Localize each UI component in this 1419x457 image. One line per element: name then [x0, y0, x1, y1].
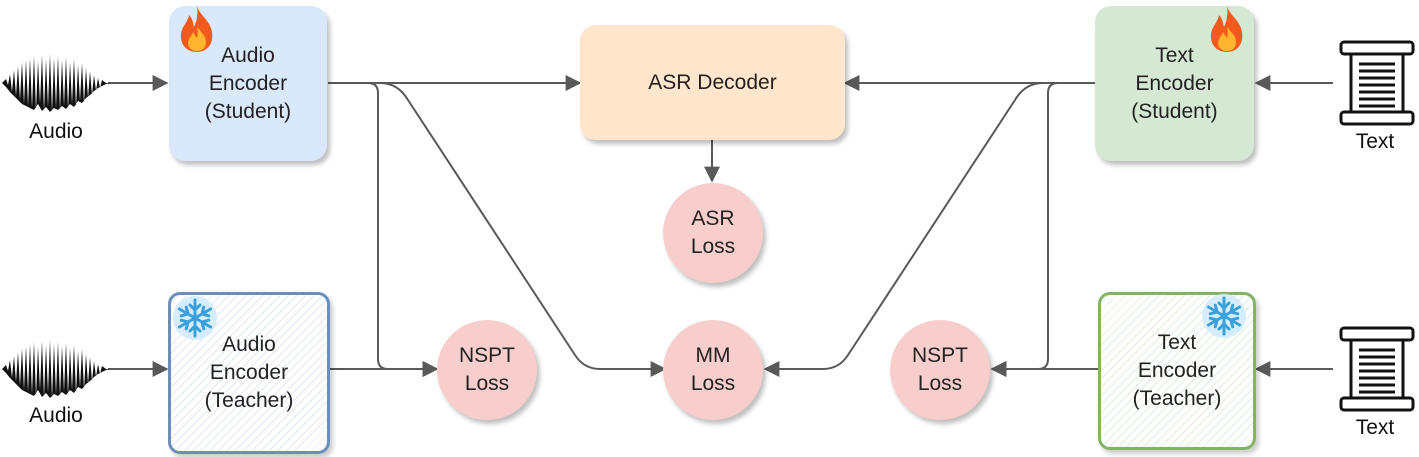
scroll-icon — [1339, 40, 1415, 126]
waveform-icon — [2, 340, 110, 398]
nspt-right-line-1: NSPT — [911, 344, 968, 367]
nspt-left-line-1: NSPT — [458, 344, 515, 367]
arrow-audio-student-to-nspt-left — [328, 82, 439, 377]
text-teacher-line-3: (Teacher) — [1132, 387, 1222, 410]
audio-teacher-line-2: Encoder — [209, 361, 289, 384]
arrow-text-student-to-mm-loss — [763, 82, 1095, 377]
scroll-icon — [1339, 326, 1415, 412]
text-input-label-bottom: Text — [1355, 416, 1395, 439]
text-student-line-1: Text — [1155, 43, 1194, 67]
audio-student-line-3: (Student) — [204, 99, 292, 123]
mm-loss: MM Loss — [663, 320, 763, 420]
nspt-loss-left: NSPT Loss — [437, 320, 537, 420]
audio-input-label-bottom: Audio — [29, 404, 83, 427]
audio-input-label-top: Audio — [29, 120, 83, 143]
audio-teacher-line-3: (Teacher) — [204, 389, 294, 412]
audio-student-line-1: Audio — [221, 43, 275, 67]
text-student-line-3: (Student) — [1131, 99, 1218, 123]
asr-decoder: ASR Decoder — [580, 25, 845, 140]
text-teacher-line-2: Encoder — [1137, 359, 1217, 382]
fire-icon — [180, 6, 213, 52]
asr-loss: ASR Loss — [663, 183, 763, 283]
text-input-label-top: Text — [1355, 130, 1395, 153]
snowflake-icon — [173, 296, 217, 340]
nspt-loss-right: NSPT Loss — [890, 320, 990, 420]
audio-teacher-line-1: Audio — [222, 333, 276, 356]
asr-decoder-label: ASR Decoder — [648, 70, 777, 94]
arrow-text-student-to-nspt-right — [990, 82, 1095, 377]
audio-student-line-2: Encoder — [208, 71, 288, 95]
text-teacher-line-1: Text — [1157, 331, 1197, 354]
mm-loss-line-1: MM — [695, 344, 731, 367]
mm-loss-line-2: Loss — [690, 372, 736, 395]
waveform-icon — [2, 54, 110, 112]
nspt-right-line-2: Loss — [917, 372, 963, 395]
audio-encoder-student: Audio Encoder (Student) — [169, 6, 327, 161]
text-encoder-student: Text Encoder (Student) — [1095, 6, 1254, 161]
text-student-line-2: Encoder — [1135, 71, 1214, 95]
arrow-audio-student-to-mm-loss — [328, 82, 667, 377]
asr-loss-line-2: Loss — [690, 235, 736, 258]
asr-loss-line-1: ASR — [691, 207, 735, 230]
nspt-left-line-2: Loss — [464, 372, 510, 395]
snowflake-icon — [1202, 294, 1246, 338]
fire-icon — [1210, 6, 1243, 52]
